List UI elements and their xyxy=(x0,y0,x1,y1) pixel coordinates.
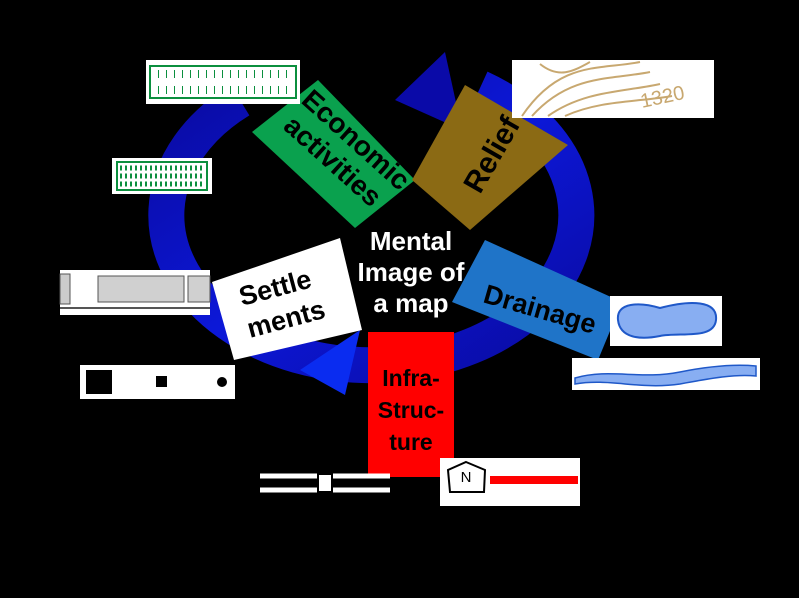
sector-infrastructure-line2: Struc- xyxy=(378,397,444,423)
settlement-symbol-buildings xyxy=(80,365,235,399)
settlement-symbol-street xyxy=(59,270,211,315)
sector-infrastructure-line3: ture xyxy=(389,429,432,455)
sector-infrastructure-line1: Infra- xyxy=(382,365,440,391)
drainage-symbol-lake xyxy=(610,296,722,346)
sector-settlements: Settle ments xyxy=(212,238,362,360)
sector-infrastructure: Infra- Struc- ture xyxy=(368,332,454,477)
sector-relief: Relief xyxy=(412,85,568,230)
economic-symbol-orchard xyxy=(112,158,212,194)
center-title-line2: Image of xyxy=(358,257,465,287)
center-title: Mental Image of a map xyxy=(358,226,465,318)
center-title-line1: Mental xyxy=(370,226,452,256)
relief-symbol-contours: 1320 xyxy=(512,60,714,118)
infrastructure-symbol-road xyxy=(260,473,390,493)
infrastructure-symbol-north: N xyxy=(440,458,580,506)
drainage-symbol-river xyxy=(572,358,760,390)
sector-drainage: Drainage xyxy=(452,240,622,360)
center-title-line3: a map xyxy=(373,288,448,318)
north-marker-label: N xyxy=(461,469,472,486)
economic-symbol-vineyard xyxy=(146,60,300,104)
